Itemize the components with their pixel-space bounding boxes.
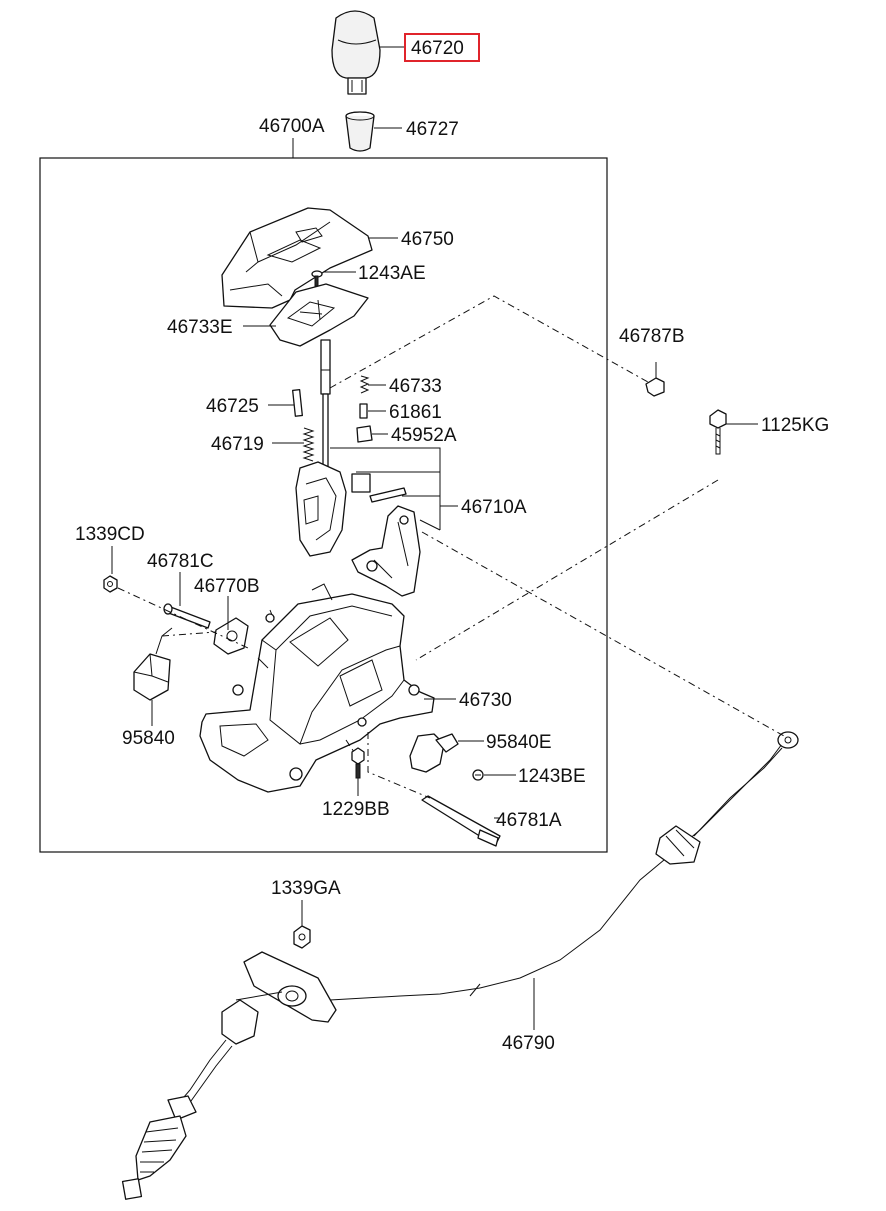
highlight-box xyxy=(404,33,480,62)
knob-boot-part[interactable] xyxy=(345,111,375,152)
part-label-1243AE[interactable]: 1243AE xyxy=(358,263,426,284)
shift-cable-part[interactable] xyxy=(121,731,799,1200)
part-label-46787B[interactable]: 46787B xyxy=(619,326,685,347)
plate-screw-part[interactable] xyxy=(311,270,323,287)
leader-lines xyxy=(111,46,758,1030)
part-label-46733[interactable]: 46733 xyxy=(389,376,442,397)
part-label-46719[interactable]: 46719 xyxy=(211,434,264,455)
part-label-1339GA[interactable]: 1339GA xyxy=(271,878,341,899)
part-label-46733E[interactable]: 46733E xyxy=(167,317,233,338)
part-label-46710A[interactable]: 46710A xyxy=(461,497,527,518)
detent-spring-part[interactable] xyxy=(359,375,370,394)
shift-knob-part[interactable] xyxy=(331,10,381,95)
position-switch-part[interactable] xyxy=(409,733,459,773)
indicator-cover-part[interactable] xyxy=(221,207,373,309)
lock-lever-part[interactable] xyxy=(213,617,249,655)
cable-clip-part[interactable] xyxy=(645,377,665,397)
part-label-46750[interactable]: 46750 xyxy=(401,229,454,250)
part-label-46781C[interactable]: 46781C xyxy=(147,551,214,572)
flange-nut-part[interactable] xyxy=(103,575,118,593)
lever-spring-part[interactable] xyxy=(302,427,315,462)
part-labels: 46720 46700A 46727 46750 1243AE 46733E 4… xyxy=(75,38,829,1054)
alignment-lines xyxy=(117,295,785,799)
stopper-pin-part[interactable] xyxy=(163,603,211,629)
lever-pin-part[interactable] xyxy=(292,389,303,417)
indicator-plate-part[interactable] xyxy=(269,283,369,347)
part-label-46770B[interactable]: 46770B xyxy=(194,576,260,597)
part-label-95840E[interactable]: 95840E xyxy=(486,732,552,753)
detent-pin-part[interactable] xyxy=(359,403,368,419)
part-label-46730[interactable]: 46730 xyxy=(459,690,512,711)
part-label-45952A[interactable]: 45952A xyxy=(391,425,457,446)
part-label-46700A[interactable]: 46700A xyxy=(259,116,325,137)
shift-lock-solenoid-part[interactable] xyxy=(133,627,173,701)
part-label-46781A[interactable]: 46781A xyxy=(496,810,562,831)
part-label-1339CD[interactable]: 1339CD xyxy=(75,524,145,545)
lever-bracket-part[interactable] xyxy=(295,461,421,597)
part-label-1243BE[interactable]: 1243BE xyxy=(518,766,586,787)
part-label-95840[interactable]: 95840 xyxy=(122,728,175,749)
part-label-46720[interactable]: 46720 xyxy=(411,38,464,59)
part-label-46725[interactable]: 46725 xyxy=(206,396,259,417)
part-label-1125KG[interactable]: 1125KG xyxy=(761,415,829,436)
part-label-46790[interactable]: 46790 xyxy=(502,1033,555,1054)
shift-lever-housing-part[interactable] xyxy=(199,583,435,793)
part-label-61861[interactable]: 61861 xyxy=(389,402,442,423)
part-label-46727[interactable]: 46727 xyxy=(406,119,459,140)
cable-nut-part[interactable] xyxy=(293,925,311,949)
cable-bolt-part[interactable] xyxy=(709,409,727,455)
assembly-frame xyxy=(39,157,608,853)
housing-bolt-part[interactable] xyxy=(351,747,365,779)
part-label-1229BB[interactable]: 1229BB xyxy=(322,799,390,820)
lever-cap-part[interactable] xyxy=(356,425,373,443)
long-pin-part[interactable] xyxy=(421,795,501,847)
shift-lever-rod xyxy=(320,339,331,475)
switch-screw-part[interactable] xyxy=(472,769,484,781)
